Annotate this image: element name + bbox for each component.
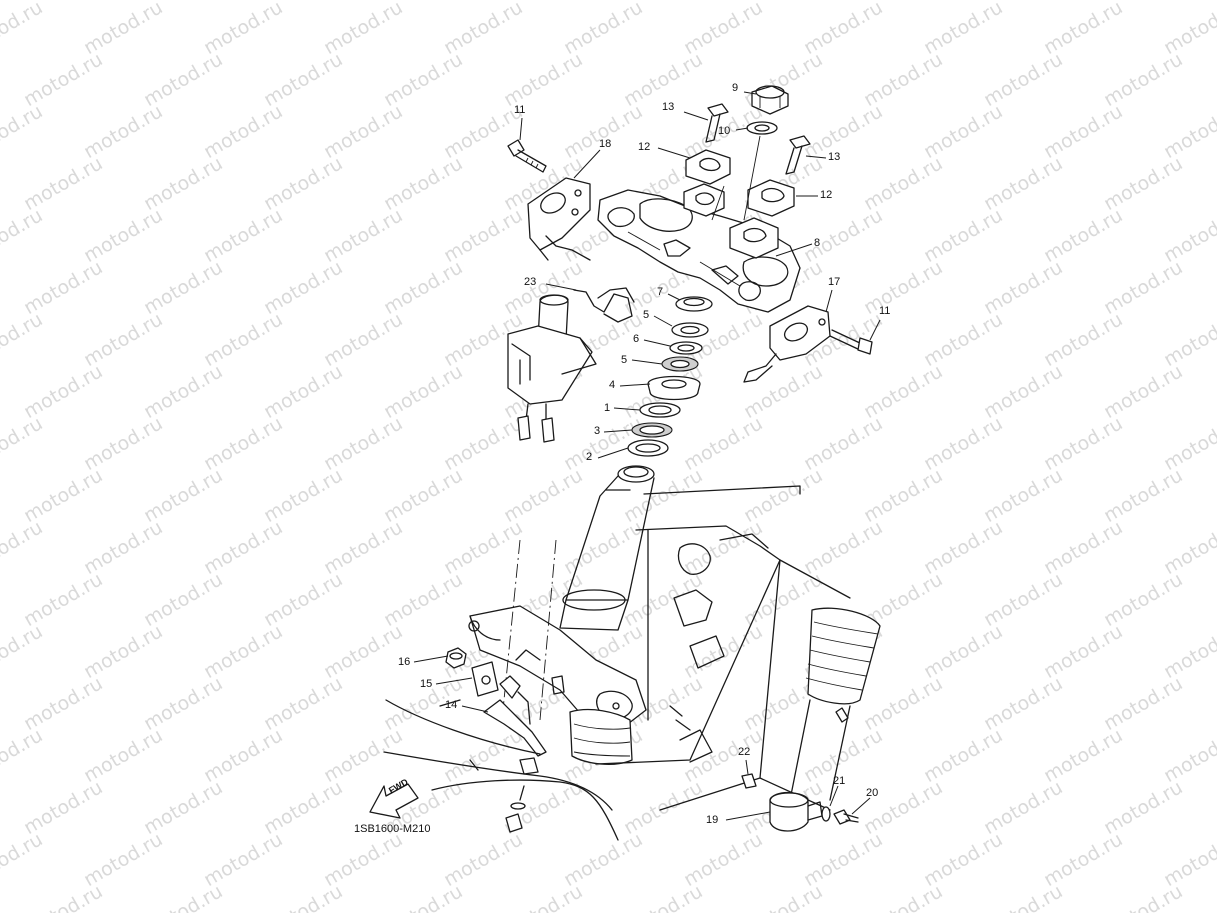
steering-stem-nut-9 xyxy=(751,85,789,115)
callout-20: 20 xyxy=(866,787,879,799)
cable-guide-23 xyxy=(573,287,635,323)
center-axis-upper xyxy=(711,135,761,221)
bearing-race-2 xyxy=(627,439,669,457)
callout-5-lower: 5 xyxy=(621,354,628,366)
bolt-20 xyxy=(833,809,859,825)
callout-18: 18 xyxy=(599,138,612,150)
callout-6: 6 xyxy=(633,333,640,345)
washer-6 xyxy=(669,341,703,355)
lower-bracket xyxy=(468,605,647,731)
cable-guide-14 xyxy=(483,691,547,757)
callout-13-left: 13 xyxy=(662,101,675,113)
callout-3: 3 xyxy=(594,425,601,437)
callout-5-upper: 5 xyxy=(643,309,650,321)
callout-4: 4 xyxy=(609,379,616,391)
handlebar-holder-12-b xyxy=(729,179,795,259)
callout-8: 8 xyxy=(814,237,821,249)
ring-nut-7 xyxy=(675,296,713,312)
fork-clamp-19 xyxy=(769,791,823,832)
callout-23: 23 xyxy=(524,276,537,288)
callout-13-right: 13 xyxy=(828,151,841,163)
washer-21 xyxy=(821,806,831,822)
callout-17: 17 xyxy=(828,276,841,288)
washer-10 xyxy=(746,121,778,135)
bearing-cover-4 xyxy=(647,375,701,401)
callout-22: 22 xyxy=(738,746,751,758)
callout-10: 10 xyxy=(718,125,731,137)
washer-5-upper xyxy=(671,322,709,338)
bolt-13-right xyxy=(785,135,811,175)
bracket-17 xyxy=(743,305,831,383)
callout-11-right: 11 xyxy=(879,305,891,317)
callout-15: 15 xyxy=(420,678,433,690)
callout-12-upper: 12 xyxy=(638,141,651,153)
fork-right xyxy=(659,559,881,811)
callout-2: 2 xyxy=(586,451,593,463)
bolt-11-left xyxy=(507,139,547,173)
callout-16: 16 xyxy=(398,656,411,668)
nut-22 xyxy=(741,773,757,789)
callout-19: 19 xyxy=(706,814,719,826)
handlebar-holder-12-a xyxy=(683,149,731,217)
callout-12-lower: 12 xyxy=(820,189,833,201)
leader-lines xyxy=(413,91,881,821)
callout-7: 7 xyxy=(657,286,664,298)
bracket-18 xyxy=(527,177,591,261)
diagram-code: 1SB1600-M210 xyxy=(354,823,431,835)
bolt-16 xyxy=(445,647,467,669)
fork-boot-left xyxy=(569,708,633,765)
ball-bearing-3 xyxy=(631,422,673,438)
bearing-race-1 xyxy=(639,402,681,418)
frame-panel xyxy=(595,485,801,765)
callout-1: 1 xyxy=(604,402,611,414)
fwd-arrow-icon xyxy=(369,783,419,819)
main-switch-assembly xyxy=(507,294,597,443)
washer-5-lower xyxy=(661,356,699,372)
callout-14: 14 xyxy=(445,699,458,711)
callout-9: 9 xyxy=(732,82,739,94)
bolt-13-left xyxy=(705,103,729,143)
bolt-11-right xyxy=(829,329,873,355)
callout-11-left: 11 xyxy=(514,104,526,116)
steering-stem-tube xyxy=(559,465,655,631)
cable-guide-15 xyxy=(471,661,521,699)
lower-frame xyxy=(383,699,619,841)
callout-21: 21 xyxy=(833,775,846,787)
